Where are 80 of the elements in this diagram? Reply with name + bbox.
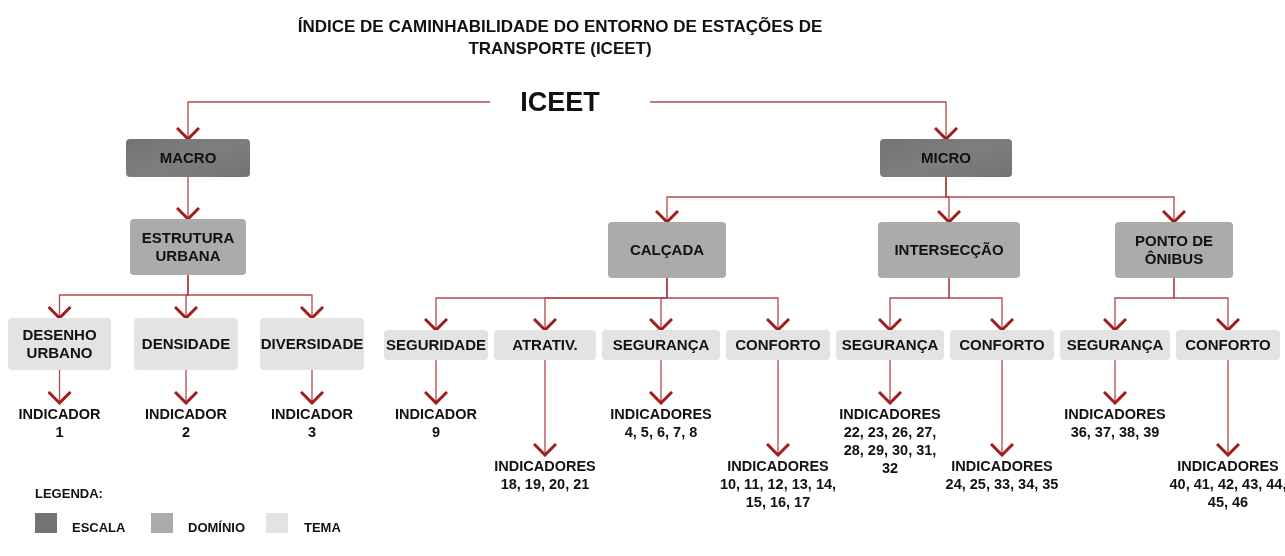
scale-box (126, 139, 250, 177)
node-label: PONTO DE ÔNIBUS (1133, 232, 1215, 268)
node-label: CONFORTO (735, 336, 821, 354)
arrow (173, 369, 199, 405)
legend-label: ESCALA (72, 520, 126, 535)
theme-box (950, 330, 1054, 360)
arrow (1102, 359, 1128, 405)
indicator-numbers: 1 (55, 423, 64, 442)
arrow (649, 101, 959, 141)
arrow (532, 359, 558, 457)
indicator-heading: INDICADOR (394, 404, 478, 423)
arrow (175, 176, 201, 221)
arrow (1215, 359, 1241, 457)
arrow (187, 274, 325, 320)
indicator-numbers: 4, 5, 6, 7, 8 (624, 423, 698, 442)
arrow (877, 359, 903, 405)
node-label: SEGURANÇA (1066, 336, 1164, 354)
indicator-numbers: 10, 11, 12, 13, 14, 15, 16, 17 (718, 474, 838, 512)
indicator-heading: INDICADORES (839, 404, 941, 423)
indicator-numbers: 3 (307, 423, 317, 442)
indicator-heading: INDICADOR (270, 404, 354, 423)
diagram-title: ÍNDICE DE CAMINHABILIDADE DO ENTORNO DE ESTAÇÕES DE TRANSPORTE (ICEET) (296, 16, 824, 60)
theme-box (8, 318, 111, 370)
arrow (47, 369, 72, 405)
legend-label: DOMÍNIO (188, 520, 246, 535)
domain-box (1115, 222, 1233, 278)
node-label: SEGURIDADE (386, 336, 486, 354)
arrow (299, 369, 325, 405)
node-label: CALÇADA (629, 241, 705, 259)
indicator-numbers: 18, 19, 20, 21 (500, 475, 590, 494)
node-label: SEGURANÇA (612, 336, 710, 354)
indicator-heading: INDICADORES (610, 404, 712, 423)
arrow (423, 359, 449, 405)
indicator-numbers: 36, 37, 38, 39 (1070, 423, 1160, 442)
theme-box (260, 318, 364, 370)
arrow (765, 359, 791, 457)
arrow (989, 359, 1015, 457)
node-label: DESENHO URBANO (21, 326, 98, 362)
node-label: MICRO (921, 149, 971, 167)
domain-box (878, 222, 1020, 278)
arrow (175, 101, 491, 141)
indicator-heading: INDICADOR (18, 404, 101, 423)
theme-box (384, 330, 488, 360)
theme-box (494, 330, 596, 360)
node-label: CONFORTO (1185, 336, 1271, 354)
indicator-numbers: 2 (181, 423, 191, 442)
domain-box (608, 222, 726, 278)
indicator-numbers: 40, 41, 42, 43, 44, 45, 46 (1169, 474, 1285, 512)
node-label: ESTRUTURA URBANA (140, 229, 236, 265)
arrow (1173, 277, 1241, 332)
indicator-heading: INDICADORES (727, 456, 829, 475)
theme-box (1060, 330, 1170, 360)
theme-box (134, 318, 238, 370)
theme-box (1176, 330, 1280, 360)
node-label: MACRO (159, 149, 217, 167)
scale-box (880, 139, 1012, 177)
legend-heading: LEGENDA: (35, 486, 103, 501)
node-label: DIVERSIDADE (260, 335, 364, 353)
node-label: SEGURANÇA (841, 336, 939, 354)
arrow (948, 277, 1015, 332)
indicator-heading: INDICADORES (951, 456, 1053, 475)
indicator-numbers: 22, 23, 26, 27, 28, 29, 30, 31, 32 (842, 422, 938, 478)
indicator-heading: INDICADORES (1064, 404, 1166, 423)
root-label: ICEET (520, 85, 600, 119)
indicator-heading: INDICADORES (494, 456, 596, 475)
indicator-heading: INDICADOR (144, 404, 228, 423)
domain-box (130, 219, 246, 275)
arrow (945, 176, 1187, 224)
indicator-heading: INDICADORES (1177, 456, 1279, 475)
arrow (648, 359, 674, 405)
node-label: DENSIDADE (141, 335, 231, 353)
node-label: CONFORTO (959, 336, 1045, 354)
indicator-numbers: 9 (431, 423, 441, 442)
theme-box (836, 330, 944, 360)
node-label: ATRATIV. (512, 336, 578, 354)
indicator-numbers: 24, 25, 33, 34, 35 (945, 475, 1059, 494)
legend-label: TEMA (304, 520, 341, 535)
theme-box (726, 330, 830, 360)
theme-box (602, 330, 720, 360)
node-label: INTERSECÇÃO (894, 241, 1004, 259)
